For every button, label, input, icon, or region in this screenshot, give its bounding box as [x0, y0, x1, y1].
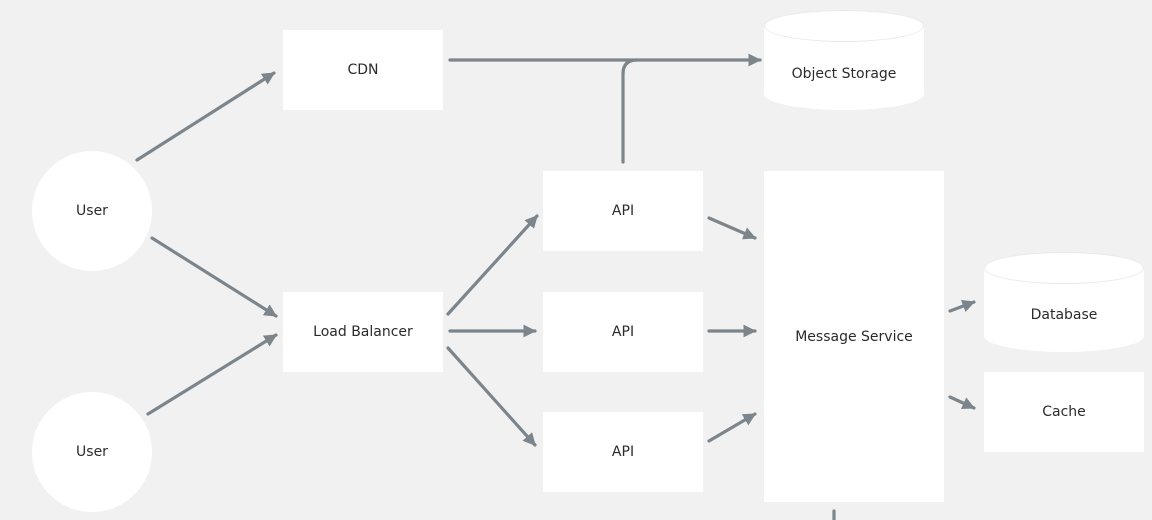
object-storage-bottom-ellipse [764, 78, 924, 110]
cdn-node: CDN [283, 30, 443, 110]
edge-user-bottom-to-load-balancer [146, 333, 278, 416]
load-balancer-node: Load Balancer [283, 292, 443, 372]
object-storage-node: Object Storage [764, 10, 924, 110]
user-node-top: User [32, 151, 152, 271]
edge-load-balancer-to-api-3 [446, 346, 537, 447]
edge-user-top-to-cdn [135, 71, 276, 162]
database-bottom-ellipse [984, 320, 1144, 352]
load-balancer-label: Load Balancer [313, 324, 413, 340]
edge-api-to-object-storage [621, 58, 639, 164]
edge-api-1-to-message-service [707, 216, 757, 240]
object-storage-label: Object Storage [791, 66, 897, 82]
cache-label: Cache [1042, 404, 1086, 420]
cache-node: Cache [984, 372, 1144, 452]
object-storage-top-ellipse [764, 10, 924, 42]
edge-load-balancer-to-api-1 [446, 214, 539, 316]
edge-message-service-to-cache [948, 395, 976, 410]
cdn-label: CDN [347, 62, 379, 78]
message-service-node: Message Service [764, 171, 944, 502]
database-label: Database [1030, 307, 1098, 323]
api-3-label: API [611, 444, 635, 460]
message-service-label: Message Service [795, 328, 913, 345]
api-node-1: API [543, 171, 703, 251]
database-top-ellipse [984, 252, 1144, 284]
database-node: Database [984, 252, 1144, 352]
api-node-3: API [543, 412, 703, 492]
edge-user-top-to-load-balancer [150, 236, 278, 318]
user-bottom-label: User [76, 444, 108, 460]
edge-api-3-to-message-service [707, 412, 757, 443]
api-2-label: API [611, 324, 635, 340]
api-node-2: API [543, 292, 703, 372]
user-node-bottom: User [32, 392, 152, 512]
edge-message-service-to-database [948, 300, 976, 313]
api-1-label: API [611, 203, 635, 219]
user-top-label: User [76, 203, 108, 219]
